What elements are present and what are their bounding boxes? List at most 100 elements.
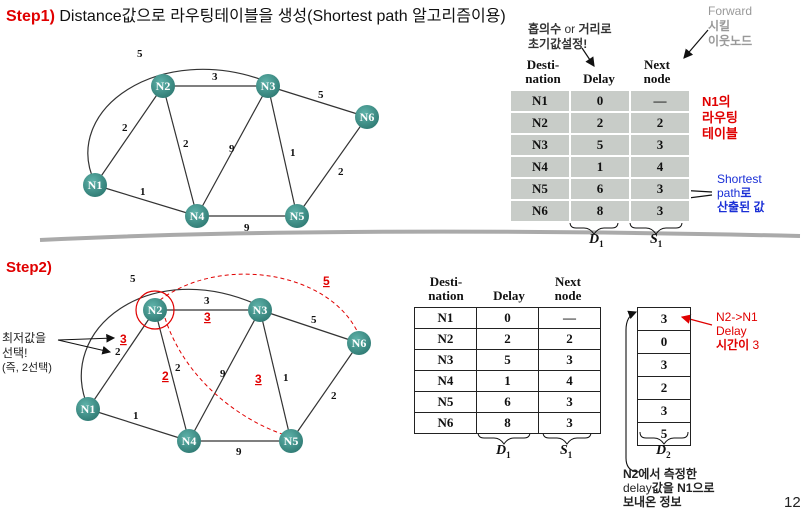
node-n3: N3 — [248, 298, 272, 322]
edge-label: 2 — [115, 346, 121, 358]
step2-label: Step2) — [6, 259, 52, 276]
measured-delay-n4: 2 — [162, 369, 169, 383]
step1-text: Distance값으로 라우팅테이블을 생성(Shortest path 알고리… — [59, 8, 506, 25]
edge-n3-n6 — [259, 309, 360, 344]
bottom-note: N2에서 측정한 delay값을 N1으로 보내온 정보 — [623, 467, 715, 509]
edge-label: 9 — [244, 222, 250, 234]
node-n6: N6 — [355, 105, 379, 129]
measured-delay-n5: 3 — [255, 372, 262, 386]
svg-text:N3: N3 — [253, 303, 268, 317]
measured-delay-n1: 3 — [120, 332, 127, 346]
svg-text:N6: N6 — [352, 336, 367, 350]
n2-n1-note: N2->N1 Delay 시간이 3 — [716, 310, 760, 352]
d2-vector: 3 0 3 2 3 5 — [637, 307, 691, 446]
graph1-edges — [87, 68, 368, 217]
svg-text:N3: N3 — [261, 79, 276, 93]
svg-text:N4: N4 — [182, 434, 197, 448]
node-n2: N2 — [151, 74, 175, 98]
t2-footer-d: D1 — [496, 443, 511, 460]
svg-text:N1: N1 — [88, 178, 103, 192]
t2-header-delay: Delay — [493, 288, 525, 303]
measured-delay-n6: 5 — [323, 274, 330, 288]
brace — [542, 431, 592, 445]
svg-text:N5: N5 — [290, 209, 305, 223]
node-n2: N2 — [143, 298, 167, 322]
t2-footer-s: S1 — [560, 443, 573, 460]
svg-text:N6: N6 — [360, 110, 375, 124]
edge-n2-n4 — [154, 309, 190, 442]
dashed-n2-n5 — [164, 317, 286, 436]
edge-label: 1 — [133, 410, 139, 422]
node-n5: N5 — [279, 429, 303, 453]
edge-n1-n4 — [87, 408, 190, 442]
min-arrow — [57, 339, 112, 355]
d2-value: 5 — [637, 422, 691, 446]
graph2-edges — [80, 288, 360, 442]
info-arrow — [625, 310, 641, 473]
hop-arrow — [581, 47, 595, 67]
node-n4: N4 — [185, 204, 209, 228]
edge-label: 9 — [220, 368, 226, 380]
separator — [39, 229, 801, 242]
edge-label: 2 — [175, 362, 181, 374]
edge-label: 2 — [331, 390, 337, 402]
min-arrow — [57, 333, 116, 343]
d2-value: 0 — [637, 330, 691, 354]
edge-label: 2 — [183, 138, 189, 150]
brace — [629, 221, 683, 235]
edge-label: 5 — [130, 273, 136, 285]
edge-label: 9 — [229, 143, 235, 155]
edge-n3-n4 — [188, 309, 261, 442]
graph2-nodes: N1 N2 N3 N4 N5 N6 — [76, 298, 371, 453]
dashed-n2-n6 — [159, 273, 360, 336]
edge-n1-n3 — [87, 68, 269, 184]
forward-note-line1: Forward — [708, 4, 753, 18]
t1-header-delay: Delay — [583, 71, 615, 86]
forward-note-line2: 시킬 — [708, 19, 731, 33]
node-n1: N1 — [83, 173, 107, 197]
node-n6: N6 — [347, 331, 371, 355]
t1-footer-d: D1 — [589, 232, 604, 249]
svg-text:N1: N1 — [81, 402, 96, 416]
brace — [477, 431, 531, 445]
d2-value: 3 — [637, 399, 691, 423]
edge-label: 5 — [137, 48, 143, 60]
d2-value: 2 — [637, 376, 691, 400]
step1-label: Step1) — [6, 8, 55, 25]
page-number: 12 — [784, 494, 801, 511]
edge-n2-n4 — [162, 85, 198, 217]
edge-n3-n5 — [267, 85, 298, 217]
edge-n6-n5 — [296, 116, 368, 217]
edge-n1-n3 — [80, 288, 261, 408]
svg-text:N2: N2 — [156, 79, 171, 93]
d2-value: 3 — [637, 353, 691, 377]
measured-delay-n3: 3 — [204, 310, 211, 324]
edge-label: 3 — [204, 295, 210, 307]
svg-text:N5: N5 — [284, 434, 299, 448]
node-n3: N3 — [256, 74, 280, 98]
edge-label: 5 — [318, 89, 324, 101]
shortest-note: Shortest path로 산출된 값 — [717, 172, 765, 214]
graph1-nodes: N1 N2 N3 N4 N5 N6 — [83, 74, 379, 228]
edge-n3-n4 — [196, 85, 269, 217]
t1-footer-s: S1 — [650, 232, 663, 249]
step1-title: Step1) Distance값으로 라우팅테이블을 생성(Shortest p… — [6, 2, 506, 26]
edge-n3-n5 — [259, 309, 292, 442]
edge-n3-n6 — [267, 85, 368, 118]
hop-note-line2: 초기값설정! — [528, 37, 588, 51]
